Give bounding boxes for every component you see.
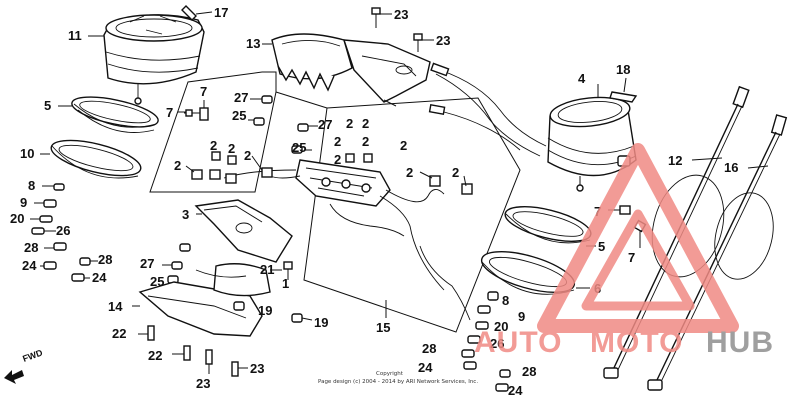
- wire-harness-top: [428, 62, 547, 157]
- callout-28: 28: [24, 240, 38, 255]
- watermark-text-moto: MOTO: [590, 326, 683, 359]
- part-13-indicator-housing: [271, 33, 431, 107]
- fwd-label: FWD: [21, 347, 44, 364]
- part-18-lens: [609, 91, 638, 103]
- callout-8: 8: [28, 178, 35, 193]
- part-19-grommets: [233, 301, 313, 323]
- callout-27: 27: [318, 117, 332, 132]
- part-14-lower-cover: [138, 263, 271, 337]
- callout-2: 2: [244, 148, 251, 163]
- callout-1: 1: [282, 276, 289, 291]
- callout-10: 10: [20, 146, 34, 161]
- small-parts-left: [30, 183, 98, 282]
- callout-2: 2: [406, 165, 413, 180]
- callout-9: 9: [20, 195, 27, 210]
- bolts-bottom: [138, 325, 248, 377]
- callout-22: 22: [112, 326, 126, 341]
- callout-25: 25: [292, 140, 306, 155]
- part-23-bolts-top: [371, 7, 434, 52]
- callout-12: 12: [668, 153, 682, 168]
- callout-24: 24: [418, 360, 433, 375]
- small-parts-right: [461, 291, 511, 392]
- part-17-screw: [181, 5, 213, 21]
- automotohub-watermark: AUTO MOTO HUB: [474, 143, 774, 359]
- part-21-screw: [283, 261, 293, 280]
- part-3-bracket: [194, 199, 293, 263]
- callout-2: 2: [334, 134, 341, 149]
- callout-20: 20: [10, 211, 24, 226]
- callout-19: 19: [258, 303, 272, 318]
- callout-3: 3: [182, 207, 189, 222]
- callout-27: 27: [234, 90, 248, 105]
- callout-11: 11: [68, 28, 82, 43]
- callout-5: 5: [44, 98, 51, 113]
- leader-lines: [40, 35, 769, 318]
- callout-24: 24: [92, 270, 107, 285]
- copyright-notice: Copyright Page design (c) 2004 - 2014 by…: [318, 371, 478, 385]
- watermark-text-auto: AUTO: [474, 326, 562, 359]
- callout-23: 23: [250, 361, 264, 376]
- callout-23: 23: [196, 376, 210, 391]
- callout-18: 18: [616, 62, 630, 77]
- callout-17: 17: [214, 5, 228, 20]
- callout-24: 24: [22, 258, 37, 273]
- callout-14: 14: [108, 299, 123, 314]
- callout-13: 13: [246, 36, 260, 51]
- callout-2: 2: [174, 158, 181, 173]
- callout-26: 26: [56, 223, 70, 238]
- copyright-line: Page design (c) 2004 - 2014 by ARI Netwo…: [318, 379, 478, 385]
- callout-28: 28: [422, 341, 436, 356]
- part-11-meter-case: [103, 14, 205, 105]
- callout-19: 19: [314, 315, 328, 330]
- callout-23: 23: [436, 33, 450, 48]
- callout-9: 9: [518, 309, 525, 324]
- callout-28: 28: [522, 364, 536, 379]
- part-10-rubber-ring: [50, 139, 142, 179]
- callout-27: 27: [140, 256, 154, 271]
- callout-28: 28: [98, 252, 112, 267]
- callout-25: 25: [232, 108, 246, 123]
- callout-2: 2: [210, 138, 217, 153]
- callout-2: 2: [362, 116, 369, 131]
- callout-15: 15: [376, 320, 390, 335]
- callout-2: 2: [228, 141, 235, 156]
- callout-21: 21: [260, 262, 274, 277]
- bracket-grommets-upper: [248, 95, 318, 154]
- callout-2: 2: [334, 152, 341, 167]
- callout-7: 7: [200, 84, 207, 99]
- callout-23: 23: [394, 7, 408, 22]
- callout-7: 7: [628, 250, 635, 265]
- callout-25: 25: [150, 274, 164, 289]
- assembly-outline: [149, 71, 521, 333]
- callout-26: 26: [490, 336, 504, 351]
- part-1-circuit-board: [223, 159, 471, 321]
- bracket-grommets-lower: [162, 243, 191, 284]
- callout-16: 16: [724, 160, 738, 175]
- copyright-title: Copyright: [376, 371, 404, 377]
- callout-2: 2: [362, 134, 369, 149]
- callout-2: 2: [452, 165, 459, 180]
- callout-7: 7: [166, 105, 173, 120]
- watermark-text-hub: HUB: [706, 326, 774, 359]
- part-7-screw-left: [184, 100, 209, 121]
- callout-4: 4: [578, 71, 586, 86]
- callout-20: 20: [494, 319, 508, 334]
- bulb-sockets: [185, 151, 473, 195]
- callout-2: 2: [346, 116, 353, 131]
- fwd-direction-indicator: FWD: [4, 347, 44, 384]
- callout-22: 22: [148, 348, 162, 363]
- callout-5: 5: [598, 239, 605, 254]
- callout-2: 2: [400, 138, 407, 153]
- part-5-rim-ring-right: [504, 206, 592, 244]
- callout-8: 8: [502, 293, 509, 308]
- callout-24: 24: [508, 383, 523, 398]
- callout-labels: 11 17 23 13 23 5 7 7 10 8 9 20 26 28 28 …: [10, 5, 738, 398]
- part-5-rim-ring: [71, 96, 159, 133]
